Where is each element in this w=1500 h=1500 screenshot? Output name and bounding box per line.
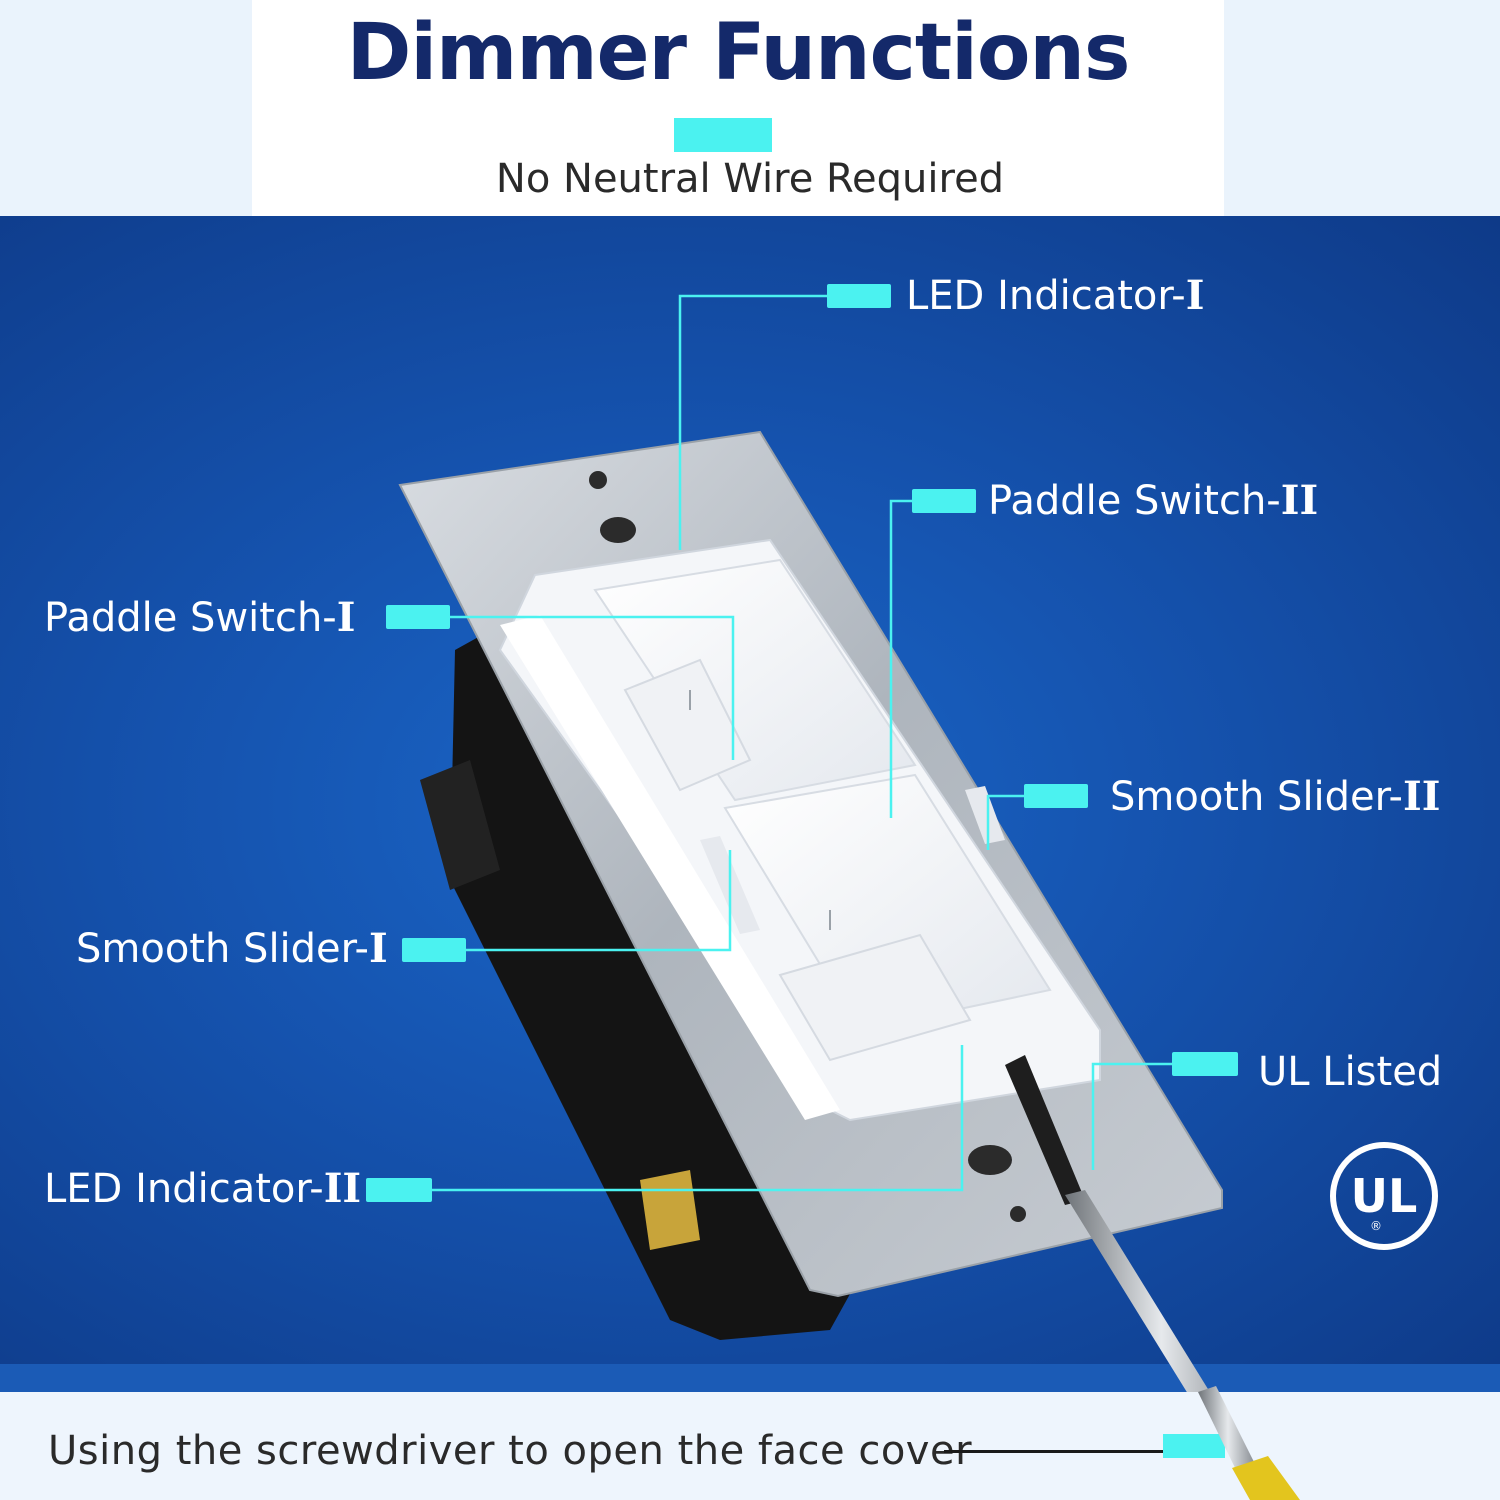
callout-roman-numeral: II — [1403, 773, 1441, 820]
leader-paddle-switch-2 — [889, 499, 912, 818]
ul-logo-registered: ® — [1370, 1219, 1382, 1233]
leader-smooth-slider-1 — [466, 850, 732, 952]
callout-marker-smooth-slider-1 — [402, 938, 466, 962]
leader-smooth-slider-2 — [986, 794, 1024, 850]
callout-label-text: Smooth Slider- — [1110, 774, 1403, 820]
callout-label-text: LED Indicator- — [906, 273, 1186, 319]
leader-led-indicator-1 — [678, 294, 827, 550]
callout-label-text: UL Listed — [1258, 1049, 1443, 1095]
callout-led-indicator-2: LED Indicator-II — [44, 1166, 361, 1212]
title-accent-bar — [674, 118, 772, 152]
callout-marker-paddle-switch-2 — [912, 489, 976, 513]
callout-roman-numeral: II — [1280, 477, 1319, 524]
footer-marker — [1163, 1434, 1225, 1458]
callout-label-text: Paddle Switch- — [988, 478, 1281, 524]
callout-paddle-switch-1: Paddle Switch-I — [44, 595, 355, 641]
callout-led-indicator-1: LED Indicator-I — [906, 273, 1204, 319]
ul-certification-logo: UL ® — [1330, 1142, 1438, 1250]
paddle-switch-1 — [593, 558, 917, 802]
callout-roman-numeral: I — [336, 594, 356, 641]
callout-paddle-switch-2: Paddle Switch-II — [988, 478, 1318, 524]
callout-marker-paddle-switch-1 — [386, 605, 450, 629]
callout-marker-smooth-slider-2 — [1024, 784, 1088, 808]
callout-label-text: LED Indicator- — [44, 1166, 324, 1212]
callout-marker-led-indicator-1 — [827, 284, 891, 308]
callout-marker-ul-listed — [1172, 1052, 1238, 1076]
smooth-slider-2 — [965, 786, 1005, 844]
footer-leader-line — [944, 1450, 1164, 1453]
leader-paddle-switch-1 — [450, 615, 735, 760]
footer-instruction: Using the screwdriver to open the face c… — [48, 1428, 973, 1474]
callout-roman-numeral: I — [1185, 272, 1205, 319]
page-subtitle: No Neutral Wire Required — [495, 156, 1005, 202]
callout-ul-listed: UL Listed — [1258, 1052, 1442, 1092]
page-title: Dimmer Functions — [346, 8, 1131, 98]
callout-label-text: Paddle Switch- — [44, 595, 337, 641]
callout-smooth-slider-2: Smooth Slider-II — [1110, 774, 1440, 820]
callout-smooth-slider-1: Smooth Slider-I — [76, 926, 388, 972]
paddle-switch-2 — [723, 773, 1052, 1062]
callout-roman-numeral: I — [369, 925, 388, 972]
callout-roman-numeral: II — [323, 1165, 362, 1212]
leader-ul-listed — [1091, 1062, 1172, 1170]
leader-led-indicator-2 — [432, 1045, 964, 1192]
header-card — [252, 0, 1224, 216]
callout-marker-led-indicator-2 — [366, 1178, 432, 1202]
ul-logo-text: UL — [1351, 1169, 1418, 1223]
callout-label-text: Smooth Slider- — [76, 926, 369, 972]
